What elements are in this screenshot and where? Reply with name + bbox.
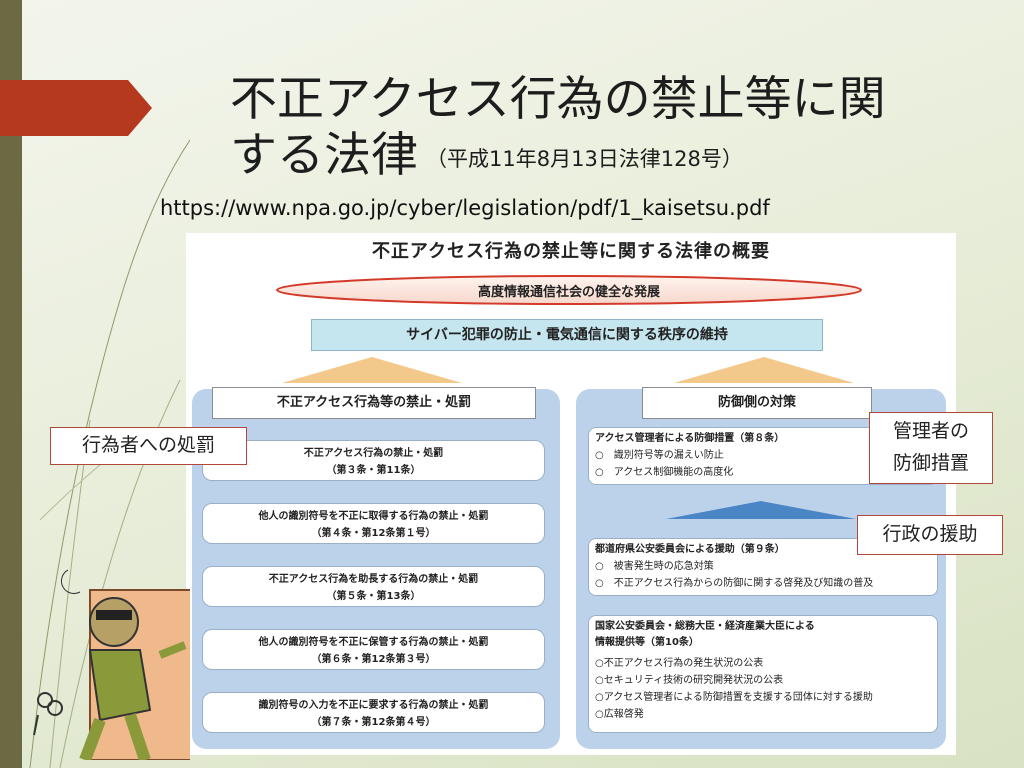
defense-panel-heading: 防御側の対策 bbox=[642, 387, 872, 419]
law-item-ref: （第６条・第12条第３号） bbox=[311, 654, 436, 665]
slide-title-line1: 不正アクセス行為の禁止等に関 bbox=[230, 72, 886, 127]
law-item: 不正アクセス行為を助長する行為の禁止・処罰 （第５条・第13条） bbox=[202, 566, 545, 607]
law-item-name: 不正アクセス行為の禁止・処罰 bbox=[303, 448, 444, 459]
admin-callout-line2: 防御措置 bbox=[892, 452, 969, 474]
prefecture-support-item: ○ 不正アクセス行為からの防御に関する啓発及び知識の普及 bbox=[595, 578, 874, 589]
source-url[interactable]: https://www.npa.go.jp/cyber/legislation/… bbox=[160, 196, 770, 220]
admin-measures-heading: アクセス管理者による防御措置（第８条） bbox=[595, 433, 785, 444]
prefecture-support-item: ○ 被害発生時の応急対策 bbox=[595, 561, 714, 572]
law-item-ref: （第４条・第12条第１号） bbox=[311, 528, 436, 539]
slide-title-sub: （平成11年8月13日法律128号） bbox=[426, 146, 743, 171]
law-item: 識別符号の入力を不正に要求する行為の禁止・処罰 （第７条・第12条第４号） bbox=[202, 692, 545, 733]
offender-callout: 行為者への処罰 bbox=[50, 427, 247, 465]
goal-label: 高度情報通信社会の健全な発展 bbox=[477, 285, 660, 300]
support-arrow bbox=[666, 501, 856, 519]
admin-measures-item: ○ 識別符号等の漏えい防止 bbox=[595, 450, 724, 461]
title-arrow-marker bbox=[0, 80, 152, 136]
law-item-ref: （第７条・第12条第４号） bbox=[311, 717, 436, 728]
moon-icon bbox=[60, 569, 81, 595]
prefecture-support-box: 都道府県公安委員会による援助（第９条） ○ 被害発生時の応急対策 ○ 不正アクセ… bbox=[588, 538, 938, 596]
national-info-heading: 国家公安委員会・総務大臣・経済産業大臣による bbox=[595, 621, 815, 632]
slide-title-line2: する法律 bbox=[230, 128, 418, 183]
admin-callout: 管理者の 防御措置 bbox=[869, 412, 993, 484]
left-up-arrow bbox=[282, 357, 462, 383]
national-info-item: ○不正アクセス行為の発生状況の公表 bbox=[595, 658, 764, 669]
law-item-name: 他人の識別符号を不正に保管する行為の禁止・処罰 bbox=[258, 637, 489, 648]
right-up-arrow bbox=[674, 357, 854, 383]
law-item-name: 他人の識別符号を不正に取得する行為の禁止・処罰 bbox=[258, 511, 489, 522]
offender-panel-heading: 不正アクセス行為等の禁止・処罰 bbox=[212, 387, 536, 419]
national-info-heading: 情報提供等（第10条） bbox=[595, 637, 699, 648]
thief-illustration bbox=[33, 569, 190, 760]
national-info-item: ○セキュリティ技術の研究開発状況の公表 bbox=[595, 675, 784, 686]
law-overview-figure: 不正アクセス行為の禁止等に関する法律の概要 高度情報通信社会の健全な発展 サイバ… bbox=[186, 233, 956, 755]
left-accent-stripe bbox=[0, 0, 22, 768]
national-info-box: 国家公安委員会・総務大臣・経済産業大臣による 情報提供等（第10条） ○不正アク… bbox=[588, 615, 938, 733]
law-item: 他人の識別符号を不正に保管する行為の禁止・処罰 （第６条・第12条第３号） bbox=[202, 629, 545, 670]
national-info-item: ○アクセス管理者による防御措置を支援する団体に対する援助 bbox=[595, 692, 873, 703]
law-item-name: 不正アクセス行為を助長する行為の禁止・処罰 bbox=[268, 574, 479, 585]
admin-measures-item: ○ アクセス制御機能の高度化 bbox=[595, 467, 734, 478]
law-item: 不正アクセス行為の禁止・処罰 （第３条・第11条） bbox=[202, 440, 545, 481]
prefecture-support-heading: 都道府県公安委員会による援助（第９条） bbox=[595, 544, 785, 555]
goal-ellipse bbox=[276, 275, 862, 305]
law-item: 他人の識別符号を不正に取得する行為の禁止・処罰 （第４条・第12条第１号） bbox=[202, 503, 545, 544]
national-info-item: ○広報啓発 bbox=[595, 709, 644, 720]
law-item-name: 識別符号の入力を不正に要求する行為の禁止・処罰 bbox=[258, 700, 489, 711]
government-callout: 行政の援助 bbox=[857, 515, 1003, 555]
admin-callout-line1: 管理者の bbox=[892, 420, 969, 442]
slide-title: 不正アクセス行為の禁止等に関 する法律 （平成11年8月13日法律128号） bbox=[230, 72, 990, 187]
order-box: サイバー犯罪の防止・電気通信に関する秩序の維持 bbox=[311, 319, 823, 351]
law-item-ref: （第３条・第11条） bbox=[326, 465, 421, 476]
figure-title: 不正アクセス行為の禁止等に関する法律の概要 bbox=[371, 241, 771, 262]
law-item-ref: （第５条・第13条） bbox=[326, 591, 421, 602]
